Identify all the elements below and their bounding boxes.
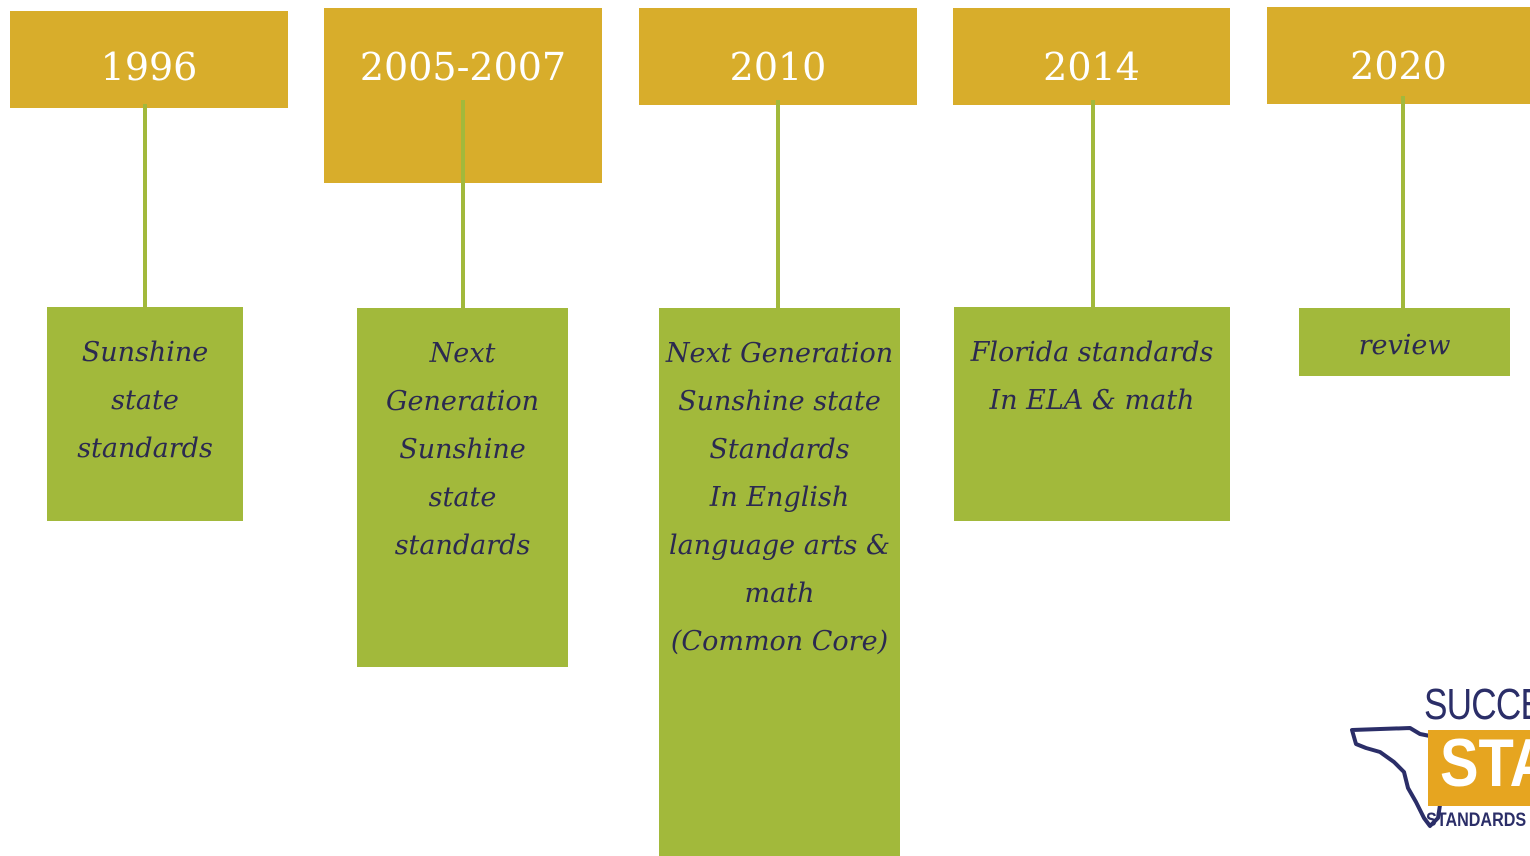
description-line: In English (709, 482, 850, 513)
description-line: Sunshine (399, 434, 526, 465)
description-box-2020: review (1299, 308, 1510, 376)
connector-line (1091, 100, 1095, 310)
description-line: Florida standards (970, 337, 1214, 368)
description-line: state (111, 385, 179, 416)
description-box-1996: Sunshine state standards (47, 307, 243, 521)
connector-line (1401, 96, 1405, 310)
description-line: Next (429, 338, 496, 369)
year-box-2014: 2014 (953, 8, 1230, 105)
logo-text-state: STA (1440, 725, 1530, 801)
description-line: Next Generation (665, 338, 894, 369)
description-box-2014: Florida standards In ELA & math (954, 307, 1230, 521)
year-label: 2014 (1043, 45, 1140, 89)
description-line: Standards (709, 434, 850, 465)
year-box-2010: 2010 (639, 8, 917, 105)
description-line: review (1358, 330, 1451, 361)
description-box-2010: Next Generation Sunshine state Standards… (659, 308, 900, 856)
year-label: 1996 (100, 45, 198, 89)
description-line: (Common Core) (670, 626, 889, 657)
connector-line (461, 100, 465, 310)
description-line: state (428, 482, 497, 513)
description-line: Sunshine (81, 337, 209, 368)
description-line: language arts & (668, 530, 891, 561)
description-line: Sunshine state (678, 386, 881, 417)
connector-line (776, 100, 780, 310)
description-line: Generation (385, 386, 540, 417)
description-line: standards (77, 433, 213, 464)
description-line: standards (394, 530, 531, 561)
connector-line (143, 104, 147, 309)
description-line: math (744, 578, 815, 609)
logo-text-standards: STANDARDS (1426, 810, 1527, 831)
description-line: In ELA & math (989, 385, 1195, 416)
year-box-1996: 1996 (10, 11, 288, 108)
year-label: 2005-2007 (359, 45, 567, 89)
description-box-2005-2007: Next Generation Sunshine state standards (357, 308, 568, 667)
logo-gold-block (1428, 730, 1530, 806)
year-box-2020: 2020 (1267, 7, 1530, 104)
year-label: 2010 (729, 45, 827, 89)
logo-text-success: SUCCE (1424, 680, 1530, 729)
success-standards-logo: SUCCE STA STANDARDS (1350, 678, 1530, 838)
year-label: 2020 (1350, 44, 1447, 88)
